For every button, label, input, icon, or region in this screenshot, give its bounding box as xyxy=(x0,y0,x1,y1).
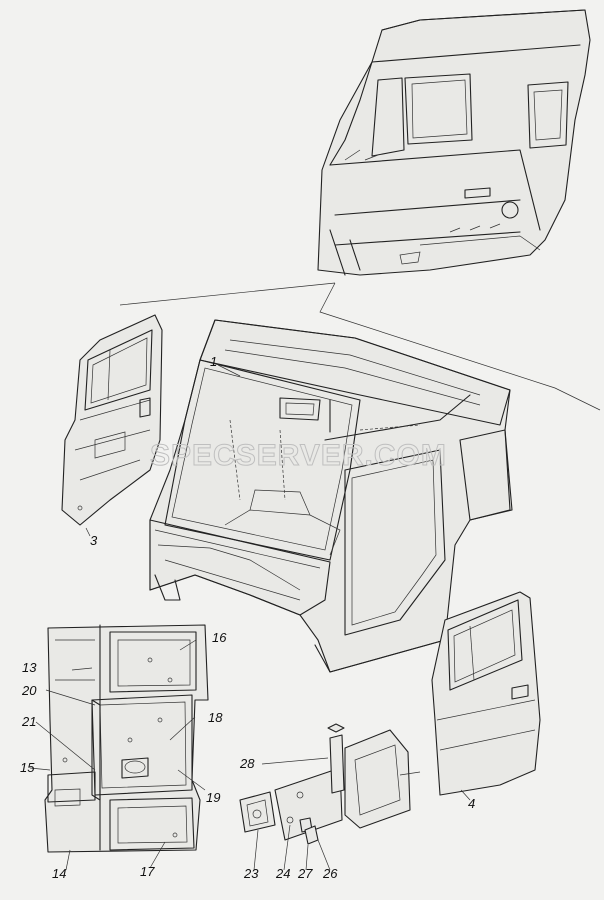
label-part-21: 21 xyxy=(21,714,36,729)
label-part-14: 14 xyxy=(52,866,66,881)
part-labels: 1 3 4 13 20 21 15 16 18 19 14 17 28 23 2… xyxy=(20,354,475,881)
label-part-15: 15 xyxy=(20,760,35,775)
label-part-28: 28 xyxy=(239,756,255,771)
label-part-23: 23 xyxy=(243,866,259,881)
label-part-4: 4 xyxy=(468,796,475,811)
label-part-13: 13 xyxy=(22,660,37,675)
leader-lines xyxy=(29,364,471,871)
label-part-18: 18 xyxy=(208,710,223,725)
label-part-26: 26 xyxy=(322,866,338,881)
label-part-1: 1 xyxy=(210,354,217,369)
cab-body-part-1 xyxy=(149,319,513,673)
truck-cab-overview xyxy=(317,9,591,276)
door-lock-hardware xyxy=(239,723,421,845)
label-part-17: 17 xyxy=(140,864,155,879)
separator-lines xyxy=(119,282,601,411)
label-part-24: 24 xyxy=(275,866,290,881)
left-door-part-3 xyxy=(61,314,163,526)
label-part-19: 19 xyxy=(206,790,220,805)
right-door-part-4 xyxy=(431,591,541,796)
floor-panel-assembly xyxy=(44,624,209,853)
watermark-text: SPECSERVER.COM xyxy=(150,439,447,472)
label-part-20: 20 xyxy=(21,683,37,698)
label-part-27: 27 xyxy=(297,866,313,881)
label-part-3: 3 xyxy=(90,533,98,548)
label-part-16: 16 xyxy=(212,630,227,645)
